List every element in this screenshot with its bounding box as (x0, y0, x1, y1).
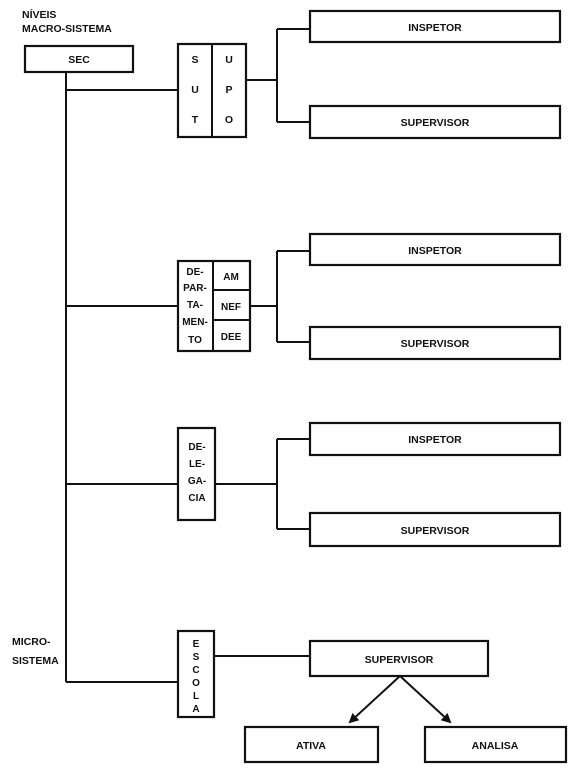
supervisor-label-2: SUPERVISOR (401, 338, 470, 350)
escola-letter-4: O (192, 678, 200, 689)
analisa-node: ANALISA (425, 727, 566, 762)
departamento-node: DE- PAR- TA- MEN- TO AM NEF DEE (178, 261, 250, 351)
delegacia-node: DE- LE- GA- CIA (178, 428, 215, 520)
supervisor-label-3: SUPERVISOR (401, 525, 470, 537)
inspetor-label-2: INSPETOR (408, 245, 462, 257)
ativa-node: ATIVA (245, 727, 378, 762)
arrow-to-analisa (400, 676, 450, 722)
micro-sistema-label-line2: SISTEMA (12, 655, 59, 667)
upo-letter-1: U (225, 54, 233, 66)
departamento-line-4: MEN- (182, 317, 208, 328)
delegacia-line-1: DE- (188, 442, 205, 453)
escola-letter-1: E (193, 639, 200, 650)
upo-letter-2: P (225, 84, 232, 96)
niveis-label: NÍVEIS (22, 8, 56, 21)
inspetor-label-3: INSPETOR (408, 434, 462, 446)
supervisor-label-4: SUPERVISOR (365, 654, 434, 666)
sut-upo-node: S U T U P O (178, 44, 246, 137)
sec-label: SEC (68, 54, 90, 66)
dee-label: DEE (221, 332, 242, 343)
supervisor-node-2: SUPERVISOR (310, 327, 560, 359)
escola-letter-3: C (192, 665, 199, 676)
ativa-label: ATIVA (296, 740, 326, 752)
departamento-line-1: DE- (186, 267, 203, 278)
supervisor-node-3: SUPERVISOR (310, 513, 560, 546)
escola-letter-2: S (193, 652, 200, 663)
departamento-line-3: TA- (187, 300, 203, 311)
sut-letter-2: U (191, 84, 199, 96)
sut-letter-1: S (191, 54, 198, 66)
nef-label: NEF (221, 302, 241, 313)
inspetor-node-1: INSPETOR (310, 11, 560, 42)
analisa-label: ANALISA (472, 740, 519, 752)
delegacia-line-4: CIA (188, 493, 205, 504)
micro-sistema-label-line1: MICRO- (12, 636, 51, 648)
macro-sistema-label: MACRO-SISTEMA (22, 23, 112, 35)
supervisor-label-1: SUPERVISOR (401, 117, 470, 129)
upo-letter-3: O (225, 114, 233, 126)
supervisor-node-1: SUPERVISOR (310, 106, 560, 138)
inspetor-node-3: INSPETOR (310, 423, 560, 455)
escola-letter-6: A (192, 704, 199, 715)
delegacia-line-2: LE- (189, 459, 205, 470)
departamento-line-5: TO (188, 335, 202, 346)
sut-letter-3: T (192, 114, 199, 126)
inspetor-label-1: INSPETOR (408, 22, 462, 34)
arrow-to-ativa (350, 676, 400, 722)
escola-letter-5: L (193, 691, 199, 702)
supervisor-node-4: SUPERVISOR (310, 641, 488, 676)
escola-node: E S C O L A (178, 631, 214, 717)
departamento-line-2: PAR- (183, 283, 207, 294)
sec-node: SEC (25, 46, 133, 72)
am-label: AM (223, 272, 239, 283)
delegacia-line-3: GA- (188, 476, 206, 487)
inspetor-node-2: INSPETOR (310, 234, 560, 265)
